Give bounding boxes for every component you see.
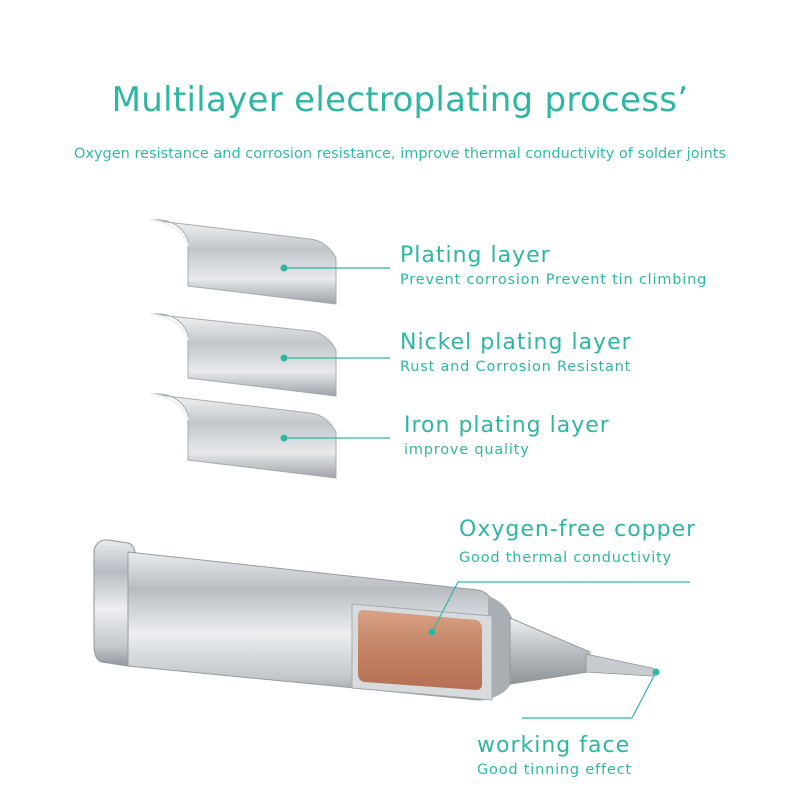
copper-name: Oxygen-free copper xyxy=(459,517,697,542)
iron-layer-shell xyxy=(149,393,337,479)
plating-layer-desc: Prevent corrosion Prevent tin climbing xyxy=(400,272,708,288)
plating-layer-shell xyxy=(149,219,337,305)
working-face-label: working face Good tinning effect xyxy=(477,732,632,780)
working-face-leader xyxy=(522,668,660,719)
tip-neck xyxy=(488,596,512,699)
working-face-desc: Good tinning effect xyxy=(477,762,632,778)
copper-label: Oxygen-free copper Good thermal conducti… xyxy=(459,516,696,568)
iron-layer-label: Iron plating layer improve quality xyxy=(404,412,610,460)
soldering-tip xyxy=(93,539,657,701)
copper-leader xyxy=(428,581,690,636)
iron-layer-desc: improve quality xyxy=(404,442,530,458)
nickel-layer-label: Nickel plating layer Rust and Corrosion … xyxy=(400,329,632,377)
plating-layer-label: Plating layer Prevent corrosion Prevent … xyxy=(400,242,707,290)
nickel-layer-desc: Rust and Corrosion Resistant xyxy=(400,359,632,375)
copper-core xyxy=(358,610,482,690)
copper-desc: Good thermal conductivity xyxy=(459,550,672,566)
layer-leaders xyxy=(280,264,390,442)
working-face-name: working face xyxy=(477,733,631,758)
nickel-layer-shell xyxy=(149,313,337,397)
plating-layer-name: Plating layer xyxy=(400,243,551,268)
page-title: Multilayer electroplating process’ xyxy=(111,80,689,120)
nickel-layer-name: Nickel plating layer xyxy=(400,330,632,355)
tip-cone xyxy=(509,617,591,685)
iron-layer-name: Iron plating layer xyxy=(404,413,610,438)
tip-point xyxy=(585,653,657,677)
page-subtitle: Oxygen resistance and corrosion resistan… xyxy=(73,146,727,162)
